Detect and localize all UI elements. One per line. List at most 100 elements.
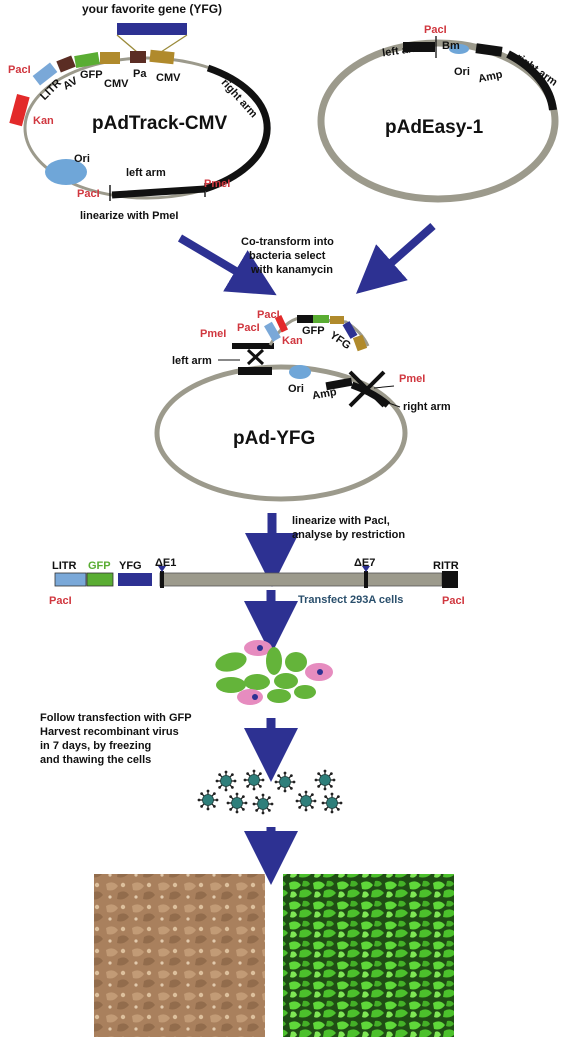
harvest-step: Follow transfection with GFP Harvest rec…: [40, 712, 298, 782]
av-segment: [56, 55, 76, 73]
linear-ritr-label: RITR: [433, 560, 459, 572]
pad-yfg-ori-segment: [289, 365, 311, 379]
linear-litr-segment: [54, 572, 87, 587]
kan-segment: [9, 93, 30, 127]
linear-de1-label: ΔE1: [155, 557, 176, 569]
de1-triangle: [158, 566, 166, 572]
pad-yfg-right-arm-label: right arm: [403, 401, 451, 413]
padeasy-amp-segment: [475, 43, 503, 57]
pad-yfg-cmv2-segment: [352, 334, 368, 352]
cotransform-line2: bacteria select: [249, 250, 326, 262]
pad-yfg-kan-label: Kan: [282, 335, 303, 347]
green-cell: [266, 647, 282, 675]
gfp-segment: [74, 52, 100, 68]
linearize-pmel-caption: linearize with PmeI: [80, 210, 178, 222]
arrow-from-padeasy: [355, 222, 436, 294]
yfg-insert-line-left: [116, 34, 138, 53]
plasmid-padtrack-cmv: your favorite gene (YFG) PacI Kan LITR A…: [8, 2, 271, 222]
green-cell: [285, 652, 307, 672]
padeasy-bm-label: Bm: [442, 40, 460, 52]
virus-particle: [314, 769, 336, 791]
gfp-fluorescence-micrograph: [283, 874, 454, 1037]
pad-yfg-pacl-label: PacI: [257, 309, 280, 321]
pad-yfg-ori-label: Ori: [288, 383, 304, 395]
virus-particle: [197, 789, 219, 811]
cotransform-line3: with kanamycin: [250, 264, 333, 276]
pa-segment: [130, 51, 146, 63]
de7-triangle: [362, 566, 370, 572]
harvest-line1: Follow transfection with GFP: [40, 712, 192, 724]
pad-yfg-name: pAd-YFG: [233, 428, 315, 449]
green-cell: [215, 652, 247, 672]
green-cell: [274, 673, 298, 689]
pacl-bottom-label: PacI: [77, 188, 100, 200]
padeasy-ori-segment: [449, 44, 469, 54]
pad-yfg-gfp-segment: [313, 315, 329, 323]
ori-label: Ori: [74, 153, 90, 165]
pad-yfg-amp-segment: [325, 377, 353, 391]
linear-de7-label: ΔE7: [354, 557, 375, 569]
pink-cell: [237, 689, 263, 705]
cmv2-segment: [149, 49, 175, 65]
padeasy-right-arm: [506, 50, 557, 111]
green-cell: [244, 674, 270, 690]
yfg-title: your favorite gene (YFG): [82, 2, 222, 16]
pad-yfg-backbone: [154, 364, 408, 502]
green-cell: [216, 677, 246, 693]
virus-particle: [226, 792, 248, 814]
virus-particle: [243, 769, 265, 791]
virus-particle: [321, 792, 343, 814]
pad-yfg-left-arm-segment: [238, 367, 272, 375]
padtrack-name: pAdTrack-CMV: [92, 113, 227, 134]
gfp-label: GFP: [80, 69, 103, 81]
padeasy-amp-label: Amp: [477, 68, 504, 85]
pink-cell-nucleus: [317, 669, 323, 675]
cmv2-label: CMV: [156, 72, 181, 84]
transfect-label: Transfect 293A cells: [298, 594, 403, 606]
cotransform-line1: Co-transform into: [241, 236, 334, 248]
brightfield-micrograph: [94, 874, 265, 1037]
ori-segment: [45, 159, 87, 185]
virus-particle: [274, 771, 296, 793]
padeasy-name: pAdEasy-1: [385, 117, 484, 138]
virus-particle: [252, 793, 274, 815]
harvest-line2: Harvest recombinant virus: [40, 726, 179, 738]
arrow-from-padtrack: [177, 234, 277, 296]
linear-pacl-left-label: PacI: [49, 595, 72, 607]
left-arm-label: left arm: [126, 167, 166, 179]
padeasy-pacl-label: PacI: [424, 24, 447, 36]
pad-yfg-yfg-segment: [342, 321, 358, 339]
padeasy-left-arm-segment: [403, 42, 435, 52]
green-cell: [294, 685, 316, 699]
yfg-insert-bar: [117, 23, 187, 35]
harvest-line4: and thawing the cells: [40, 754, 151, 766]
transfect-step: Transfect 293A cells: [244, 590, 403, 655]
linear-ritr-segment: [442, 571, 458, 588]
pmel-right-pointer: [373, 385, 395, 389]
pad-yfg-left-arm-label: left arm: [172, 355, 212, 367]
pad-yfg-pmel-left-label: PmeI: [200, 328, 226, 340]
linear-yfg-segment: [118, 573, 152, 586]
green-cell: [267, 689, 291, 703]
padtrack-right-arm: [203, 64, 271, 193]
pad-yfg-pmel-right-label: PmeI: [399, 373, 425, 385]
cotransform-step: Co-transform into bacteria select with k…: [177, 222, 436, 296]
linearize-line2: analyse by restriction: [292, 529, 405, 541]
micrographs: [94, 874, 454, 1037]
pink-cell-nucleus: [257, 645, 263, 651]
pacl-top-label: PacI: [8, 64, 31, 76]
linear-gfp-label: GFP: [88, 560, 111, 572]
litr-segment: [32, 62, 58, 86]
harvest-line3: in 7 days, by freezing: [40, 740, 151, 752]
kan-label: Kan: [33, 115, 54, 127]
linear-litr-label: LITR: [52, 560, 76, 572]
virus-particles: [197, 769, 343, 815]
linear-backbone-segment: [159, 572, 443, 587]
pa-label: Pa: [133, 68, 147, 80]
linear-yfg-label: YFG: [119, 560, 142, 572]
recombinant-pad-yfg: PacI PmeI PacI GFP Kan YFG left arm Ori …: [154, 309, 451, 502]
padtrack-left-arm: [111, 185, 206, 199]
pad-yfg-av-segment: [297, 315, 313, 323]
padeasy-left-arm-label: left arm: [381, 42, 422, 59]
